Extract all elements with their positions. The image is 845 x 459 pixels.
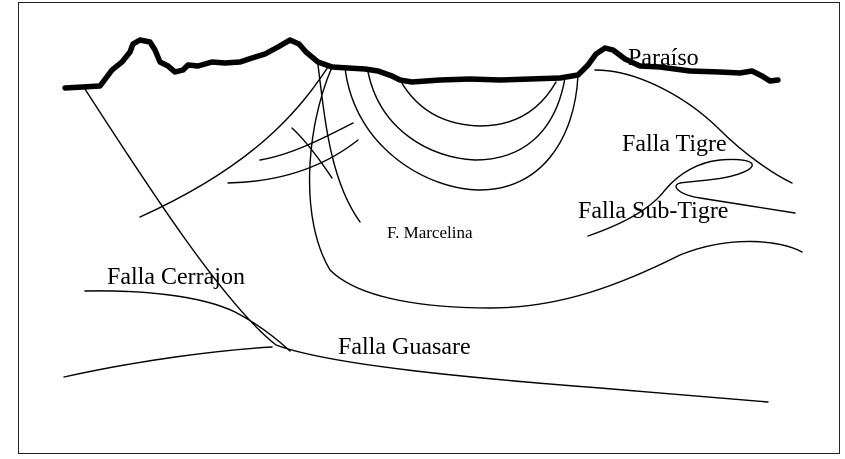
- falla-tigre-fault-line: [595, 70, 792, 183]
- label-falla-cerrajon: Falla Cerrajon: [107, 264, 245, 290]
- short-fault-a: [260, 123, 353, 160]
- syncline-arc-3: [345, 68, 578, 190]
- label-f-marcelina: F. Marcelina: [387, 223, 473, 242]
- falla-cerrajon-fault-line: [85, 291, 290, 351]
- label-falla-sub-tigre: Falla Sub-Tigre: [578, 198, 728, 224]
- label-falla-guasare: Falla Guasare: [338, 334, 471, 360]
- left-diagonal-fault: [140, 64, 330, 217]
- guasare-lower-line: [64, 347, 272, 377]
- syncline-arc-inner: [400, 80, 556, 126]
- label-falla-tigre: Falla Tigre: [622, 131, 727, 157]
- outer-fold-arc: [310, 67, 802, 308]
- syncline-arc-2: [368, 72, 565, 160]
- short-fault-c: [292, 128, 332, 178]
- label-paraiso: Paraíso: [628, 45, 699, 71]
